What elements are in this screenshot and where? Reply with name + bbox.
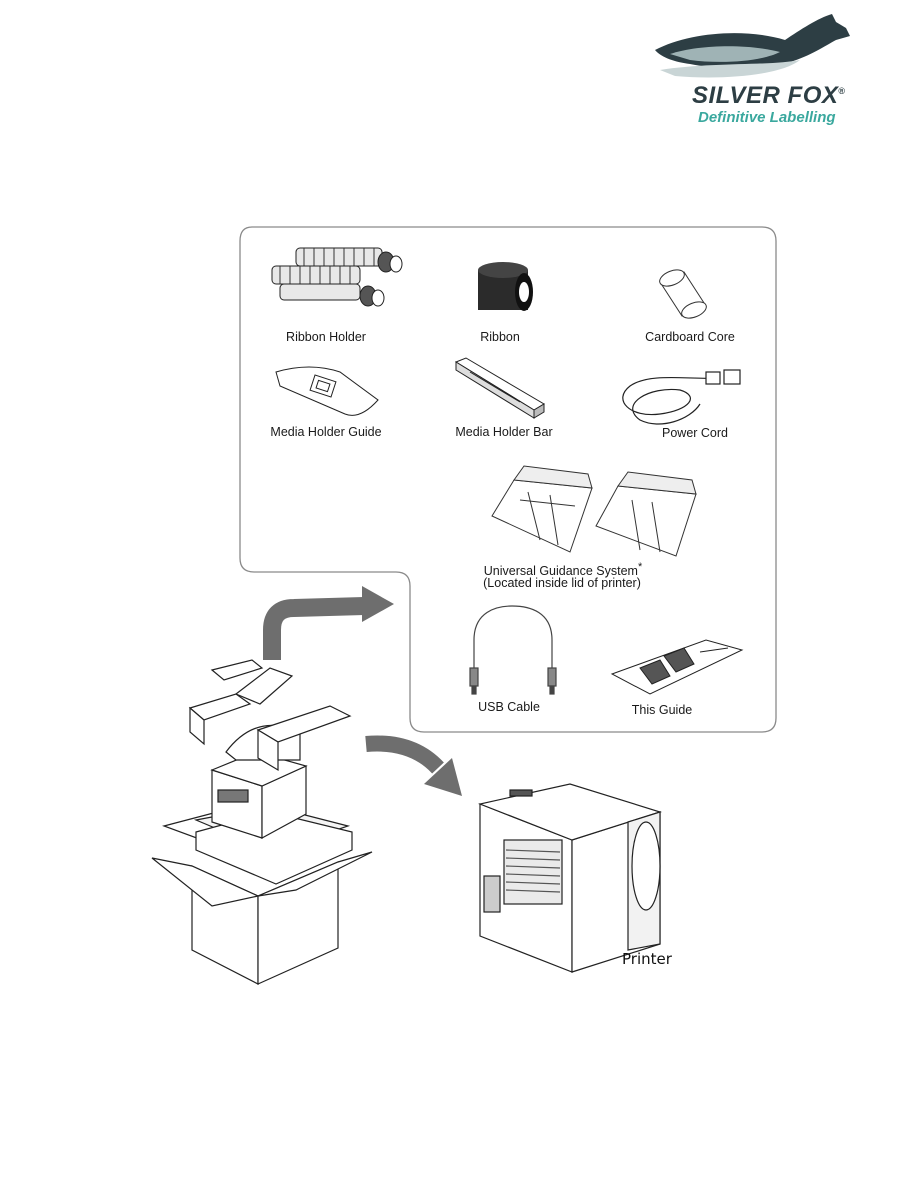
media-holder-guide-label: Media Holder Guide: [270, 425, 382, 439]
universal-guidance-system-image: [491, 465, 697, 557]
cardboard-core-label: Cardboard Core: [645, 330, 735, 344]
ribbon-image: [478, 262, 533, 311]
usb-cable-image: [469, 605, 557, 695]
ugs-label-line2: (Located inside lid of printer): [483, 576, 641, 590]
logo-tagline: Definitive Labelling: [698, 109, 836, 126]
ugs-asterisk: *: [637, 561, 643, 573]
ugs-label-line1: Universal Guidance System*: [483, 561, 643, 579]
fox-logo-icon: [655, 14, 850, 78]
media-holder-bar-image: [454, 357, 545, 419]
usb-cable-label: USB Cable: [478, 700, 540, 714]
ribbon-holder-image: [271, 247, 403, 307]
media-holder-bar-label: Media Holder Bar: [455, 425, 553, 439]
printer-label: Printer: [622, 950, 672, 968]
media-holder-guide-image: [275, 366, 379, 416]
power-cord-label: Power Cord: [662, 426, 728, 440]
shipping-box-image: [151, 659, 373, 985]
this-guide-label: This Guide: [631, 703, 693, 717]
printer-image: [477, 783, 662, 973]
silver-fox-logo: SILVER FOX® Definitive Labelling: [650, 10, 860, 130]
this-guide-image: [610, 639, 744, 695]
arrow-head-accessories: [362, 586, 394, 622]
arrow-to-printer: [365, 735, 444, 774]
arrow-to-accessories: [263, 597, 365, 660]
power-cord-image: [622, 369, 741, 425]
cardboard-core-image: [659, 269, 707, 319]
ribbon-label: Ribbon: [480, 330, 520, 344]
logo-brand-text: SILVER FOX®: [692, 82, 846, 109]
arrow-head-printer: [424, 758, 462, 796]
ribbon-holder-label: Ribbon Holder: [286, 330, 366, 344]
accessories-panel: [239, 226, 777, 733]
